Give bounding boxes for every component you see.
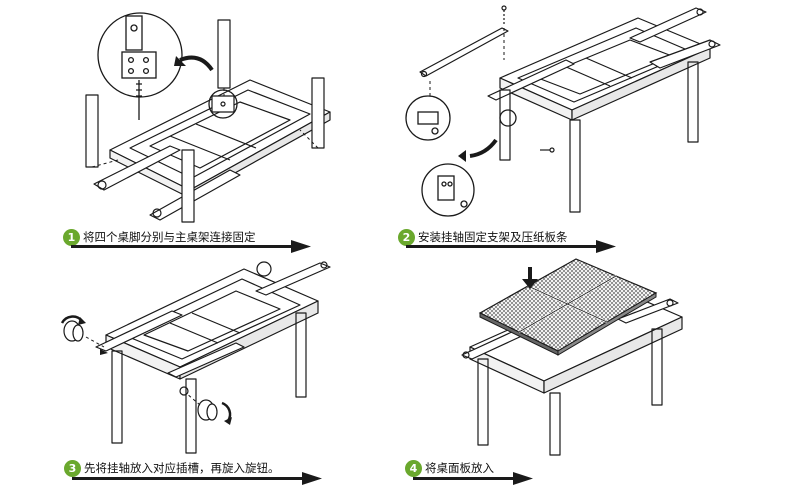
step-2-number-badge: 2 — [398, 229, 415, 246]
step-3-number-badge: 3 — [64, 460, 81, 477]
step-3-text: 先将挂轴放入对应插槽，再旋入旋钮。 — [84, 461, 280, 475]
step-1-text: 将四个桌脚分别与主桌架连接固定 — [83, 230, 256, 244]
step-1-caption: 1 将四个桌脚分别与主桌架连接固定 — [63, 229, 323, 253]
shaft-knob-drawing — [60, 261, 331, 454]
legs-assembly-drawing — [85, 12, 331, 223]
tabletop-placement-drawing — [461, 258, 683, 456]
step-4-number-badge: 4 — [405, 460, 422, 477]
step-3-caption: 3 先将挂轴放入对应插槽，再旋入旋钮。 — [64, 460, 334, 485]
panel-step-4-illustration — [400, 255, 790, 460]
panel-step-2-illustration — [400, 0, 790, 225]
step-2-caption: 2 安装挂轴固定支架及压纸板条 — [398, 229, 628, 253]
step-3-arrow-icon — [72, 472, 322, 485]
panel-step-3-illustration — [0, 255, 390, 460]
step-2-arrow-icon — [406, 240, 616, 253]
step-4-text: 将桌面板放入 — [425, 461, 494, 475]
step-1-number-badge: 1 — [63, 229, 80, 246]
step-4-caption: 4 将桌面板放入 — [405, 460, 545, 485]
step-4-arrow-icon — [413, 472, 533, 485]
step-1-arrow-icon — [71, 240, 311, 253]
step-2-text: 安装挂轴固定支架及压纸板条 — [418, 230, 568, 244]
rail-bracket-drawing — [405, 5, 721, 217]
panel-step-1-illustration — [0, 0, 390, 225]
